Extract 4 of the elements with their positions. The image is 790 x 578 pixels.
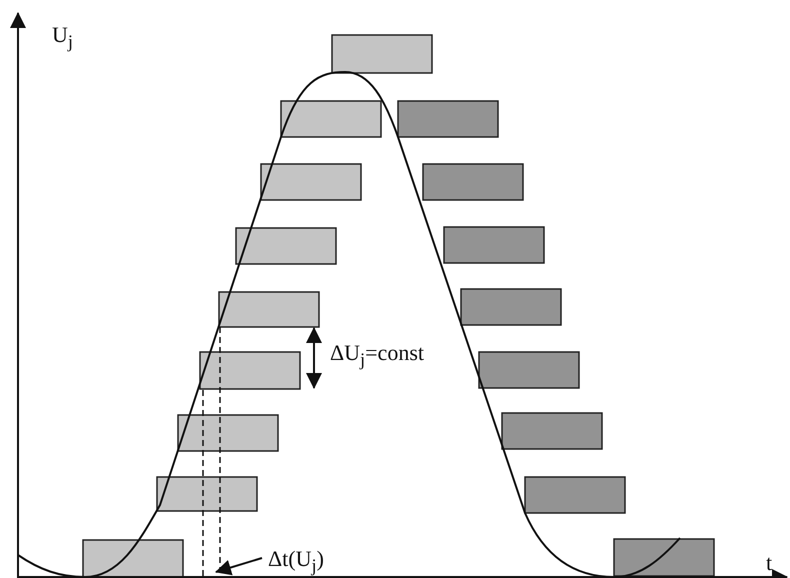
axis-label: U$_{j}$ — [52, 24, 73, 51]
dimension-label: Δt(U$_{j}$) — [268, 548, 324, 575]
axis-label: t — [766, 552, 772, 574]
dimension-label: ΔU$_{j}$=const — [330, 342, 424, 369]
